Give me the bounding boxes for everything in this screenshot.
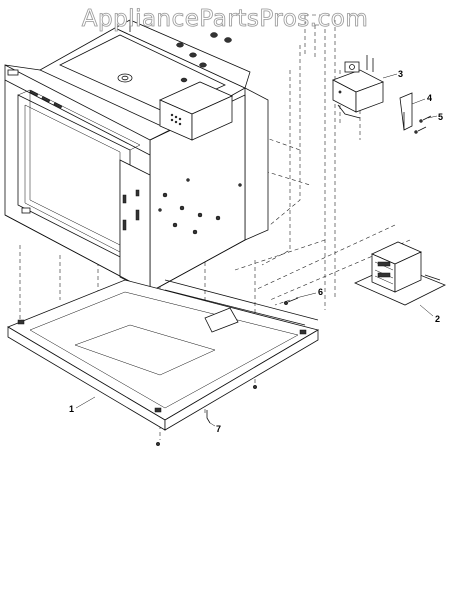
electronics-box: [159, 81, 233, 141]
magnetron-bracket: [399, 92, 413, 131]
callout-7: 7: [216, 424, 221, 434]
callout-4: 4: [427, 93, 432, 103]
cavity-assembly: [4, 19, 269, 293]
callout-2: 2: [435, 314, 440, 324]
terminal-block: [170, 113, 182, 126]
foot-screw: [155, 384, 258, 447]
screws: [414, 115, 432, 134]
callout-6: 6: [318, 287, 323, 297]
callout-3: 3: [398, 69, 403, 79]
site-watermark: AppliancePartsPros.com: [81, 6, 369, 33]
base-tray: [7, 279, 320, 431]
leader-lines: [75, 73, 438, 427]
mounting-nuts: [176, 32, 232, 83]
callout-1: 1: [69, 404, 74, 414]
side-panel-holes: [158, 178, 242, 235]
base-screw: [283, 297, 299, 306]
callout-5: 5: [438, 112, 443, 122]
magnetron: [332, 55, 384, 119]
high-voltage-transformer: [354, 241, 446, 306]
